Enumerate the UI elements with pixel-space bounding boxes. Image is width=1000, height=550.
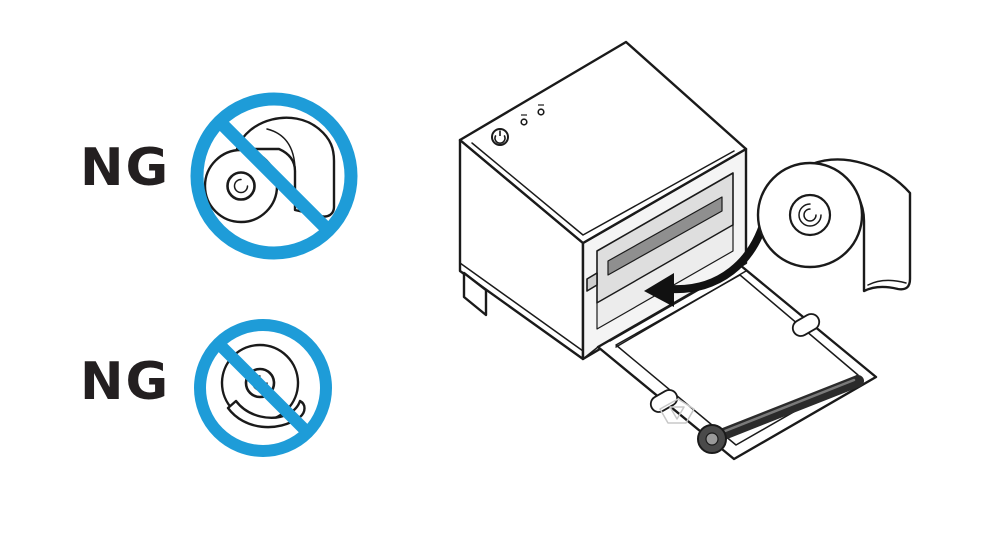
roll-spiral-core [233,178,249,194]
tray-outer [596,263,878,461]
printer-left-seam [459,262,584,352]
roll-guide-right [791,313,821,337]
print-head-slot [607,196,723,276]
roll-guide-left [649,389,679,413]
platen-roller [697,375,864,454]
prohibition-sign-top [190,92,358,260]
roll-spiral-core [798,203,822,227]
top-bevel-line [471,142,735,236]
prohibition-icon [194,319,332,457]
printer-illustration [458,40,912,461]
paper-sheet-fold-line [266,128,296,172]
prohibition-sign-bottom [194,319,332,457]
printer-body [458,40,748,361]
hinge-line [582,346,599,360]
ng-label-top: NG [80,138,171,198]
printer-foot [462,271,488,317]
roll-ring [226,171,256,201]
roll-ring [788,193,832,237]
cover-latch [586,272,598,292]
recycle-mark [659,398,695,424]
open-cover-tray [596,263,878,461]
paper-tail [226,399,306,429]
status-led-icons [520,104,545,126]
paper-roll [756,158,912,293]
compartment-floor [596,224,734,330]
paper-sheet [235,116,336,218]
power-button-icon [491,128,509,146]
ng-label-bottom: NG [80,352,171,412]
prohibition-icon [190,92,358,260]
sheet-curl-line [867,279,907,286]
